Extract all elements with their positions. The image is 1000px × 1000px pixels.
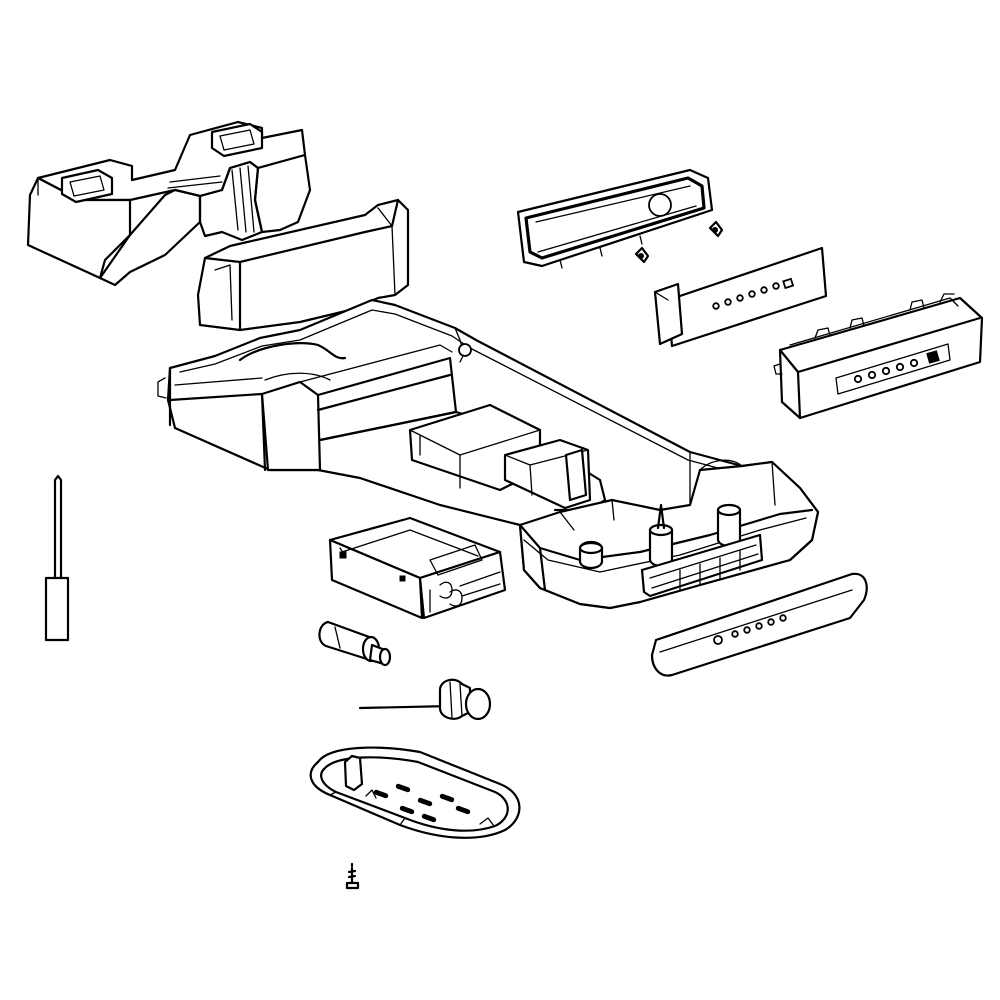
small-clip-right xyxy=(708,220,724,238)
small-clip-left xyxy=(634,246,650,264)
control-board-keypad xyxy=(653,246,828,348)
dispenser-front-trim xyxy=(650,572,868,677)
drip-tray xyxy=(309,746,521,839)
upper-cover-front xyxy=(196,198,410,332)
lamp-socket xyxy=(318,620,392,667)
mounting-screw xyxy=(345,862,360,890)
actuator-rod xyxy=(44,474,70,642)
dispenser-control-frame xyxy=(516,168,714,269)
sensor-with-wire xyxy=(358,678,492,721)
ice-bin-housing-top xyxy=(26,120,312,287)
electronic-module-box xyxy=(328,516,507,620)
control-module-housing xyxy=(773,293,984,420)
dispenser-main-housing xyxy=(157,298,820,610)
